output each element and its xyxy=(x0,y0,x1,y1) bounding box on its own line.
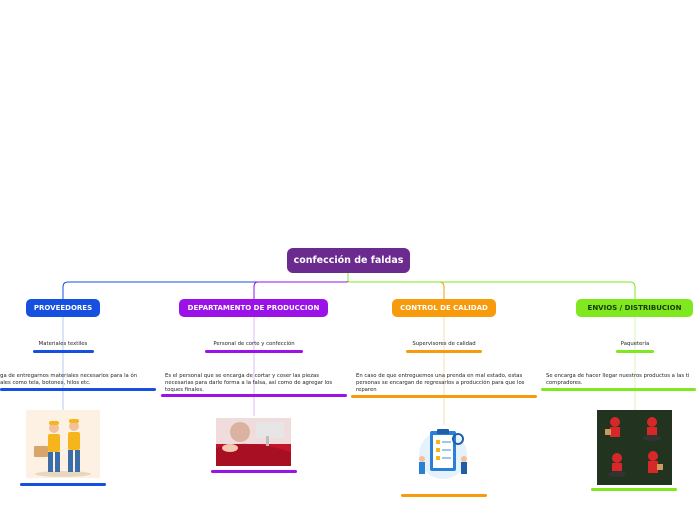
connector-root-produccion xyxy=(253,273,349,299)
connector-root-proveedores xyxy=(62,273,349,299)
underline-desc-calidad xyxy=(351,395,537,398)
sub-node-personal-corte[interactable]: Personal de corte y confección xyxy=(213,341,295,347)
node-proveedores[interactable]: PROVEEDORES xyxy=(26,299,100,317)
sewing-machine-photo-icon xyxy=(216,418,291,466)
sub-node-supervisores[interactable]: Supervisores de calidad xyxy=(412,341,476,347)
sub-node-materiales[interactable]: Materiales textiles xyxy=(38,341,88,347)
underline-materiales xyxy=(33,350,94,353)
desc-produccion[interactable]: Es el personal que se encarga de cortar … xyxy=(165,373,333,393)
underline-desc-proveedores xyxy=(0,388,156,391)
node-envios[interactable]: ENVIOS / DISTRIBUCION xyxy=(576,299,693,317)
connector-root-envios xyxy=(347,273,636,299)
sub-node-paqueteria[interactable]: Paquetería xyxy=(620,341,650,347)
node-produccion[interactable]: DEPARTAMENTO DE PRODUCCION xyxy=(179,299,328,317)
desc-proveedores[interactable]: rga de entregarnos materiales necesarios… xyxy=(0,373,138,386)
underline-image-calidad xyxy=(401,494,487,497)
quality-checklist-illustration-icon xyxy=(410,425,476,481)
desc-envios[interactable]: Se encarga de hacer llegar nuestros prod… xyxy=(546,373,690,386)
connector-root-calidad xyxy=(347,273,445,299)
underline-personal-corte xyxy=(205,350,303,353)
underline-desc-produccion xyxy=(161,394,347,397)
underline-image-envios xyxy=(591,488,677,491)
underline-image-produccion xyxy=(211,470,297,473)
underline-desc-envios xyxy=(541,388,696,391)
underline-image-proveedores xyxy=(20,483,106,486)
delivery-couriers-illustration-icon xyxy=(597,410,672,485)
desc-calidad[interactable]: En caso de que entreguemos una prenda en… xyxy=(356,373,525,393)
workers-illustration-icon xyxy=(26,410,100,478)
node-calidad[interactable]: CONTROL DE CALIDAD xyxy=(392,299,496,317)
underline-supervisores xyxy=(406,350,482,353)
root-node[interactable]: confección de faldas xyxy=(287,248,410,273)
underline-paqueteria xyxy=(616,350,654,353)
